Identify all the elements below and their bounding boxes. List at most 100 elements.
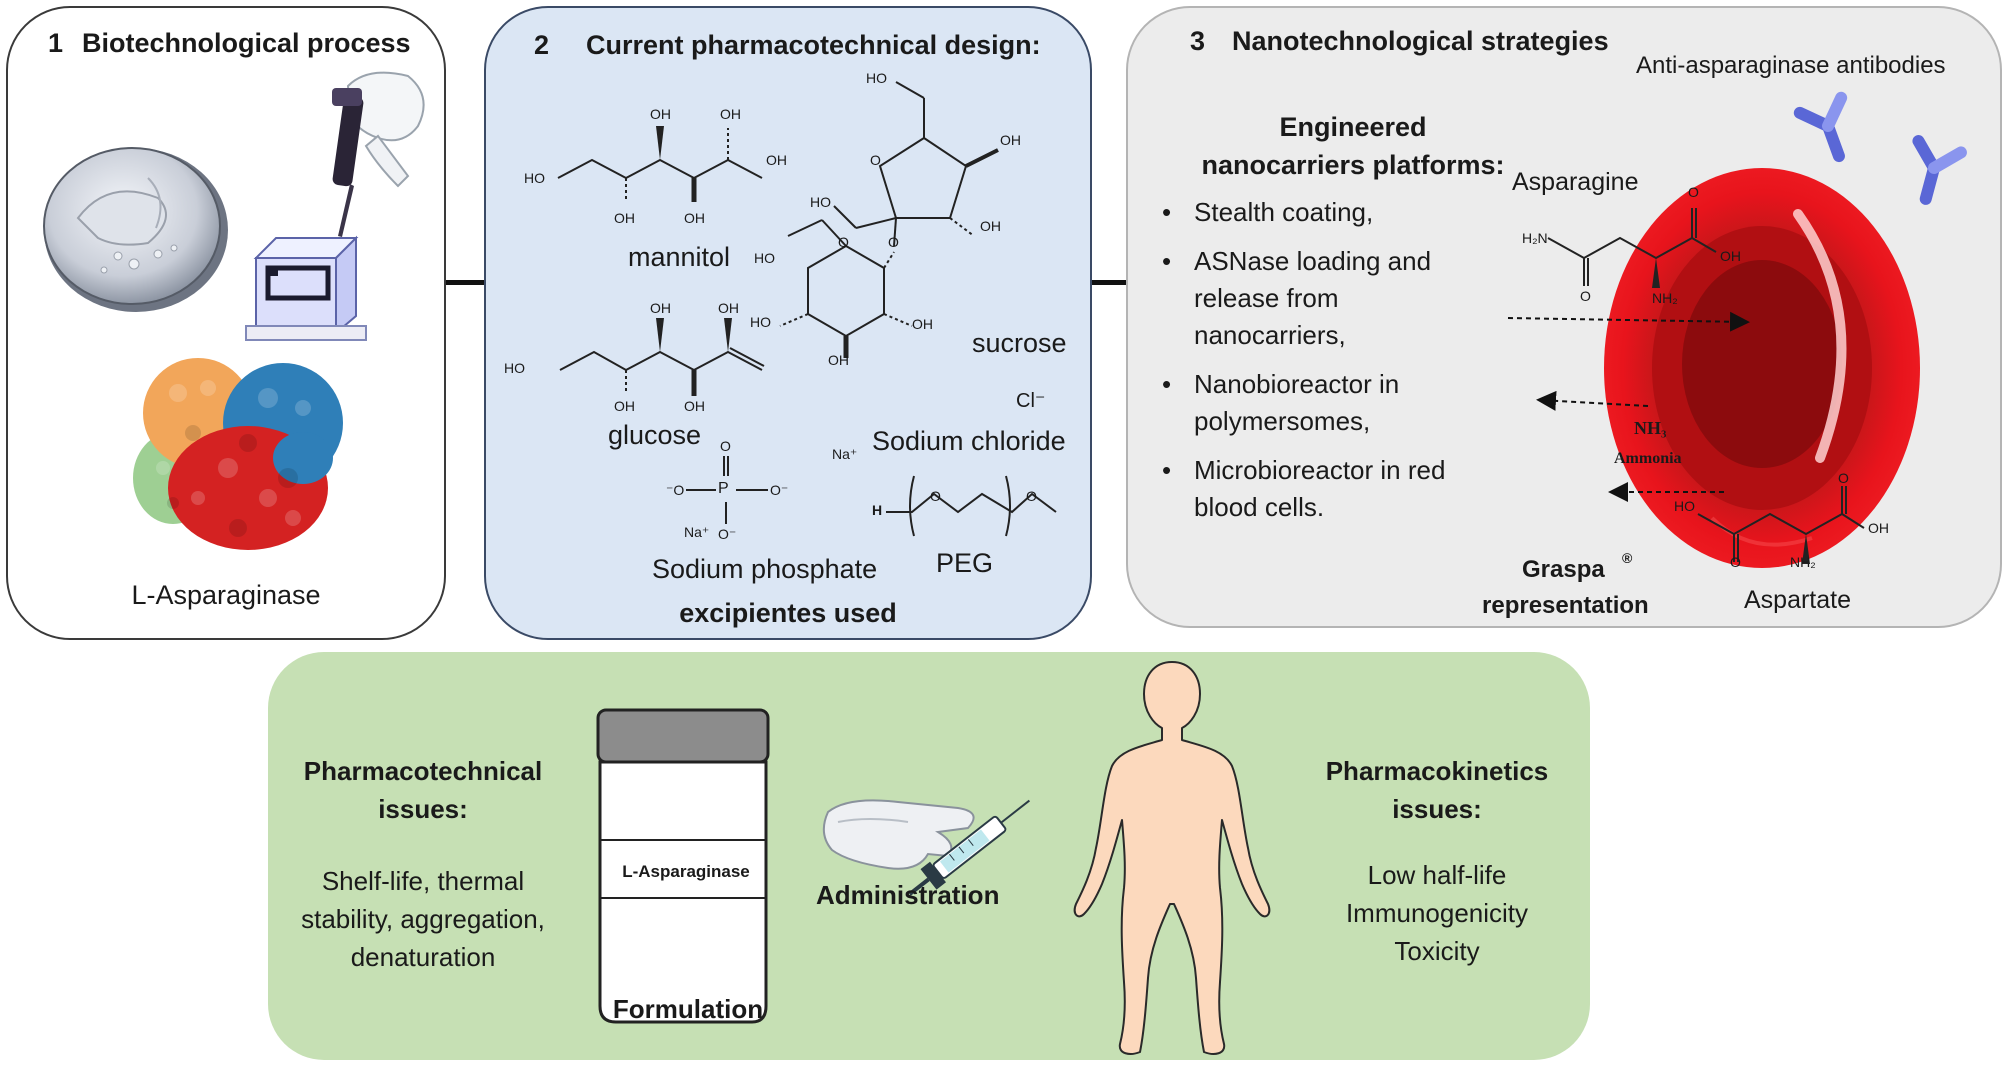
phosphate-o-bottom: O⁻ — [718, 526, 737, 542]
sucrose-ho-2: HO — [810, 194, 831, 210]
aspartate-ho: HO — [1674, 498, 1695, 514]
pharmacotechnical-item: stability, aggregation, — [301, 904, 545, 934]
asparaginase-protein-icon — [133, 358, 343, 550]
sodium-phosphate-label: Sodium phosphate — [652, 554, 878, 584]
glucose-label: glucose — [608, 420, 702, 450]
vial-label: L-Asparaginase — [622, 862, 750, 881]
peg-structure — [886, 475, 1057, 537]
mannitol-oh-3: OH — [684, 210, 705, 226]
red-blood-cell-icon — [1604, 168, 1920, 568]
asparagine-h2n: H₂N — [1522, 230, 1548, 246]
mannitol-ho: HO — [524, 170, 545, 186]
glucose-oh-2: OH — [650, 300, 671, 316]
platforms-title-1: Engineered — [1279, 112, 1427, 142]
platform-item: Nanobioreactor in polymersomes, — [1158, 366, 1488, 440]
platform-item: ASNase loading and release from nanocarr… — [1158, 243, 1488, 354]
platform-item: Microbioreactor in red blood cells. — [1158, 452, 1488, 526]
formulation-label: Formulation — [612, 994, 764, 1024]
syringe-hand-icon — [822, 799, 1031, 896]
pharmacokinetics-title-2: issues: — [1392, 794, 1482, 824]
ammonia-label: Ammonia — [1614, 450, 1682, 467]
phosphate-o-top: O — [720, 438, 731, 454]
graspa-representation: representation — [1482, 592, 1649, 619]
vial-icon — [596, 708, 770, 1024]
asparagine-label: Asparagine — [1512, 168, 1639, 196]
graspa-registered: ® — [1622, 550, 1633, 566]
petri-dish-icon — [43, 147, 228, 312]
panel1-title: Biotechnological process — [82, 28, 411, 58]
pharmacotechnical-item: Shelf-life, thermal — [321, 866, 525, 896]
asparagine-structure — [1547, 208, 1717, 288]
pipette-hand-icon — [332, 71, 425, 237]
sucrose-oh-4: OH — [828, 352, 849, 368]
administration-label: Administration — [816, 880, 1000, 910]
pharmacokinetics-item: Immunogenicity — [1345, 898, 1529, 928]
chloride-ion: Cl⁻ — [1016, 390, 1046, 412]
aspartate-oh: OH — [1868, 520, 1889, 536]
sodium-ion-1: Na⁺ — [832, 446, 858, 462]
aspartate-structure — [1697, 486, 1865, 564]
graspa-label: Graspa — [1522, 556, 1605, 583]
pharmacokinetics-item: Toxicity — [1394, 936, 1480, 966]
phosphate-o-right: O⁻ — [770, 482, 789, 498]
aspartate-o-2: O — [1838, 470, 1849, 486]
pharmacokinetics-item: Low half-life — [1367, 860, 1507, 890]
asparagine-o-2: O — [1688, 184, 1699, 200]
sucrose-ho-4: HO — [750, 314, 771, 330]
mannitol-oh-2: OH — [650, 106, 671, 122]
sodium-ion-2: Na⁺ — [684, 524, 710, 540]
panel-biotechnological-process: 1 Biotechnological process — [6, 6, 446, 640]
nh3-label: NH₃ — [1634, 418, 1667, 438]
pharmacotechnical-item: denaturation — [350, 942, 496, 972]
protein-label: L-Asparaginase — [131, 580, 321, 610]
excipients-footer: excipientes used — [679, 598, 897, 628]
peg-o-1: O — [930, 488, 941, 504]
panel2-number: 2 — [534, 30, 550, 60]
platforms-list: Stealth coating, ASNase loading and rele… — [1158, 194, 1488, 538]
panel3-title: Nanotechnological strategies — [1232, 26, 1609, 56]
sucrose-ring-o-1: O — [870, 152, 881, 168]
mannitol-oh-1: OH — [614, 210, 635, 226]
platforms-title-2: nanocarriers platforms: — [1201, 150, 1505, 180]
sucrose-oh-2: OH — [980, 218, 1001, 234]
electrophoresis-tank-icon — [245, 235, 367, 341]
phosphate-p: P — [718, 480, 729, 497]
panel-nanotechnological-strategies: 3 Nanotechnological strategies Anti-aspa… — [1126, 6, 2002, 628]
panel2-title: Current pharmacotechnical design: — [586, 30, 1041, 60]
phosphate-o-left: ⁻O — [666, 482, 685, 498]
aspartate-nh2: NH₂ — [1790, 554, 1816, 570]
glucose-ho: HO — [504, 360, 525, 376]
glucose-oh-4: OH — [718, 300, 739, 316]
panel3-number: 3 — [1190, 26, 1206, 56]
sucrose-ring-o-2: O — [838, 234, 849, 250]
panel-formulation-administration: Pharmacotechnical issues: Shelf-life, th… — [268, 652, 1590, 1060]
pharmacotechnical-title-2: issues: — [378, 794, 468, 824]
mannitol-structure — [557, 126, 763, 202]
pharmacokinetics-title-1: Pharmacokinetics — [1325, 756, 1549, 786]
mannitol-label: mannitol — [628, 242, 731, 272]
glucose-oh-3: OH — [684, 398, 705, 414]
connector-2-3 — [1092, 280, 1126, 285]
sucrose-bridge-o: O — [888, 234, 899, 250]
aspartate-label: Aspartate — [1744, 586, 1852, 614]
peg-h: H — [872, 502, 883, 518]
sucrose-ho-1: HO — [866, 70, 887, 86]
asparagine-o-1: O — [1580, 288, 1591, 304]
asparagine-oh: OH — [1720, 248, 1741, 264]
aspartate-o-1: O — [1730, 554, 1741, 570]
peg-label: PEG — [936, 548, 994, 578]
glucose-oh-1: OH — [614, 398, 635, 414]
phosphate-bonds — [686, 456, 768, 524]
glucose-structure — [559, 318, 765, 396]
asparagine-nh2: NH₂ — [1652, 290, 1678, 306]
sodium-chloride-label: Sodium chloride — [872, 426, 1066, 456]
connector-1-2 — [446, 280, 484, 285]
mannitol-oh-4: OH — [720, 106, 741, 122]
antibodies-label: Anti-asparaginase antibodies — [1636, 52, 1946, 79]
panel-pharmacotechnical-design: 2 Current pharmacotechnical design: HO O… — [484, 6, 1092, 640]
reaction-arrows — [1507, 311, 1750, 502]
platform-item: Stealth coating, — [1158, 194, 1488, 231]
peg-o-2: O — [1026, 488, 1037, 504]
sucrose-structure — [779, 81, 999, 358]
mannitol-oh-5: OH — [766, 152, 787, 168]
